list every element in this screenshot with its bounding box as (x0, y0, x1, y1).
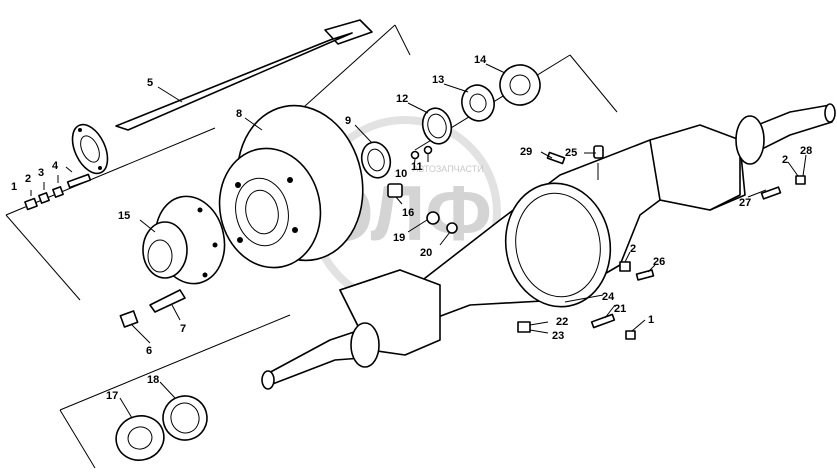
callout-8: 8 (236, 108, 242, 120)
callout-25: 25 (565, 147, 577, 159)
callout-26: 26 (653, 256, 665, 268)
callout-29: 29 (520, 146, 532, 158)
callout-18: 18 (147, 374, 159, 386)
callout-23: 23 (552, 330, 564, 342)
watermark-caption: АВТОЗАПЧАСТИ (412, 164, 483, 174)
callout-11: 11 (411, 161, 423, 173)
spindle-right (735, 103, 836, 165)
callout-10: 10 (395, 168, 407, 180)
callout-12: 12 (396, 93, 408, 105)
callout-21: 21 (614, 303, 626, 315)
callout-2: 2 (25, 173, 31, 185)
shaft-bolts-group (24, 173, 92, 211)
small-fasteners (387, 145, 458, 234)
callout-24: 24 (602, 291, 615, 303)
seals-and-bearings (360, 64, 541, 179)
callout-3: 3 (38, 167, 44, 179)
callout-22: 22 (556, 316, 568, 328)
callout-13: 13 (432, 74, 444, 86)
callout-labels: 1 2 3 4 5 6 7 8 9 10 11 12 13 14 15 16 1… (11, 54, 812, 402)
callout-leaders (30, 63, 807, 419)
callout-6: 6 (146, 345, 152, 357)
axle-shaft (71, 19, 373, 175)
callout-1: 1 (11, 181, 17, 193)
callout-20: 20 (420, 247, 432, 259)
callout-2-right-lower: 2 (630, 243, 636, 255)
wheel-stud-and-nut (119, 289, 186, 328)
callout-28: 28 (800, 145, 812, 157)
wheel-hub (142, 195, 226, 285)
callout-9: 9 (345, 115, 351, 127)
callout-15: 15 (118, 210, 130, 222)
callout-2-right-upper: 2 (782, 154, 788, 166)
callout-16: 16 (402, 207, 414, 219)
brake-drum (218, 104, 364, 269)
housing-fasteners (517, 145, 806, 340)
spindle-left (261, 322, 380, 390)
inner-bearing-and-seal (115, 395, 208, 461)
callout-14: 14 (474, 54, 487, 66)
callout-1-right: 1 (648, 314, 654, 326)
callout-5: 5 (147, 77, 153, 89)
callout-7: 7 (180, 323, 186, 335)
callout-4: 4 (52, 160, 59, 172)
callout-19: 19 (393, 232, 405, 244)
callout-27: 27 (739, 197, 751, 209)
callout-17: 17 (106, 390, 118, 402)
